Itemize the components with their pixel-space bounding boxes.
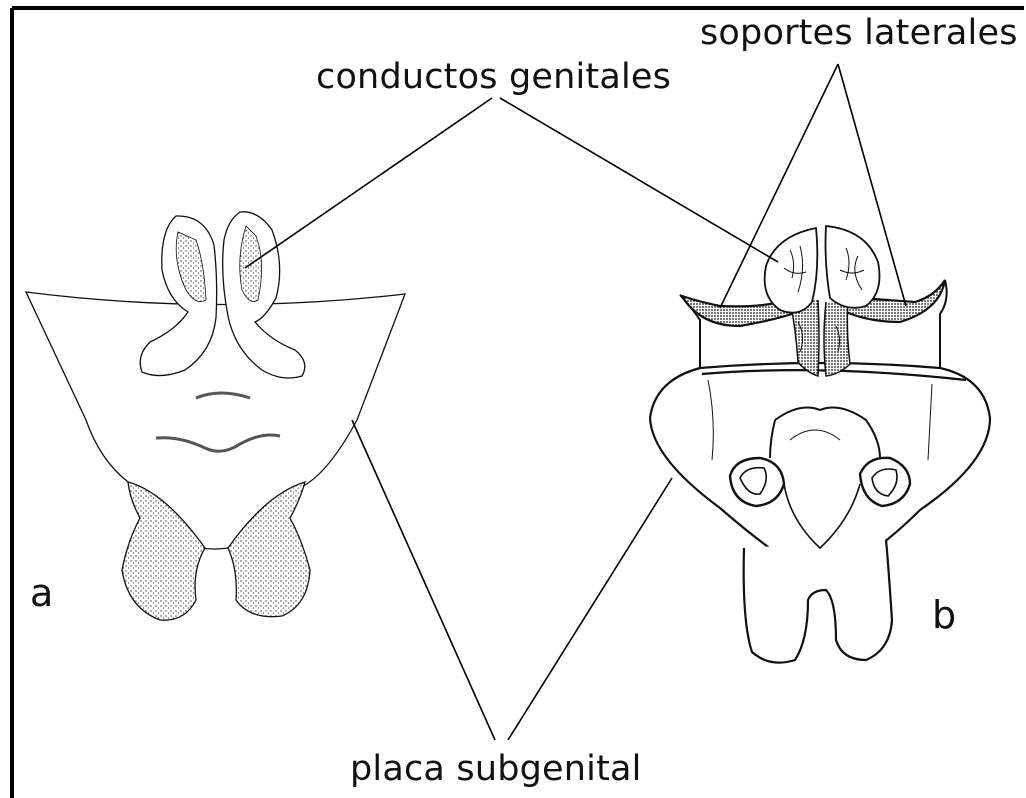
panel-a-drawing bbox=[26, 212, 405, 620]
label-conductos-genitales: conductos genitales bbox=[316, 60, 671, 95]
panel-label-a: a bbox=[30, 574, 53, 612]
label-placa-subgenital: placa subgenital bbox=[350, 752, 642, 787]
genital-duct-right-b bbox=[826, 226, 880, 308]
label-soportes-laterales: soportes laterales bbox=[700, 16, 1018, 51]
panel-label-b: b bbox=[932, 596, 956, 634]
subgenital-plate-a bbox=[26, 292, 405, 549]
lower-lobes-b bbox=[744, 540, 892, 663]
genital-duct-left-b bbox=[765, 228, 818, 313]
